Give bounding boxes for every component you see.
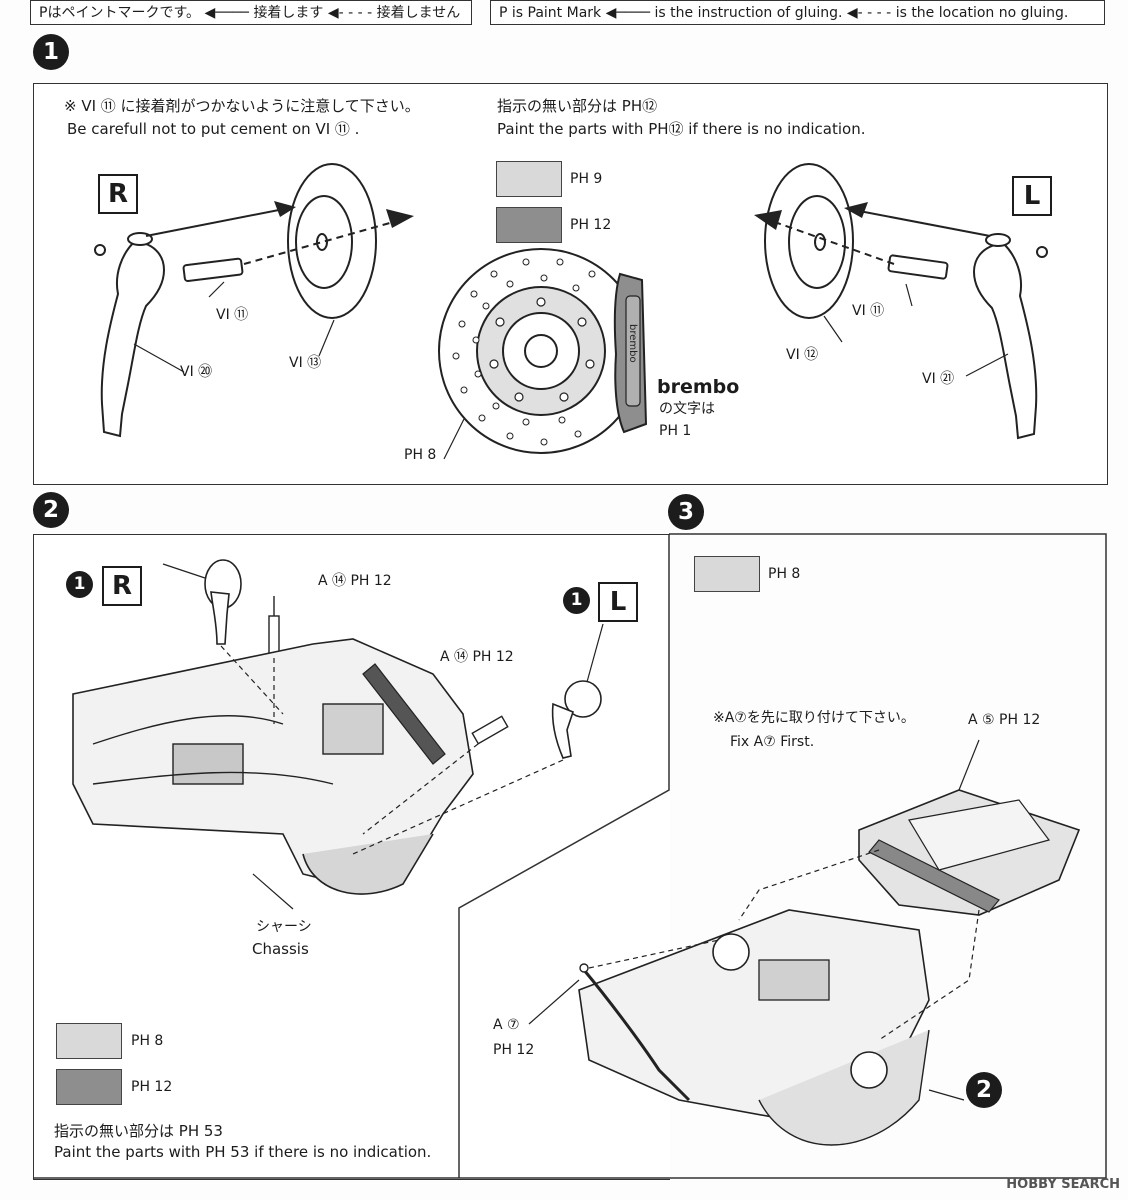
- step2-side-l-badge: L: [598, 582, 638, 622]
- swatch-dark-label: PH 12: [570, 217, 612, 233]
- step3-swatch-light: [694, 556, 760, 592]
- side-l-badge: L: [1012, 176, 1052, 216]
- step-1-panel: ※ VI ⑪ に接着剤がつかないように注意して下さい。 Be carefull …: [33, 83, 1108, 485]
- ref-step1-l: 1: [563, 587, 590, 614]
- step2-swatch-light: [56, 1023, 122, 1059]
- disc-paint-label: PH 8: [404, 447, 437, 463]
- legend-japanese: Pはペイントマークです。 ◀──── 接着します ◀- - - - 接着しません: [30, 0, 472, 25]
- step2-swatch-dark-label: PH 12: [131, 1079, 173, 1095]
- step2-paint-note-jp: 指示の無い部分は PH 53: [54, 1122, 223, 1140]
- part-vi11-left: VI ⑪: [852, 303, 885, 319]
- part-vi21: VI ㉑: [922, 371, 955, 387]
- legend-jp-glue: 接着します: [253, 5, 324, 21]
- part-a5: A ⑤ PH 12: [968, 712, 1041, 728]
- part-a7: A ⑦: [493, 1017, 520, 1033]
- legend-en-glue: is the instruction of gluing.: [654, 5, 843, 21]
- step1-note-en: Be carefull not to put cement on VI ⑪ .: [67, 120, 360, 138]
- part-vi11-right: VI ⑪: [216, 307, 249, 323]
- glue-arrow-icon: ◀────: [605, 5, 651, 21]
- step2-side-r-badge: R: [102, 566, 142, 606]
- side-r-badge: R: [98, 174, 138, 214]
- step1-paint-note-jp: 指示の無い部分は PH⑫: [497, 97, 658, 115]
- glue-arrow-icon: ◀────: [204, 5, 249, 21]
- ref-step1-r: 1: [66, 571, 93, 598]
- part-a14-top: A ⑭ PH 12: [318, 573, 392, 589]
- swatch-light-label: PH 9: [570, 171, 603, 187]
- legend-english: P is Paint Mark ◀──── is the instruction…: [490, 0, 1105, 25]
- swatch-dark-gray: [496, 207, 562, 243]
- legend-jp-no-glue: 接着しません: [376, 5, 461, 21]
- step3-chassis-drawing: [528, 739, 1081, 1146]
- ref-step-2: 2: [966, 1072, 1002, 1108]
- step2-swatch-dark: [56, 1069, 122, 1105]
- step2-swatch-light-label: PH 8: [131, 1033, 164, 1049]
- hobby-search-watermark: HOBBY SEARCH: [1006, 1177, 1120, 1192]
- step3-swatch-light-label: PH 8: [768, 566, 801, 582]
- part-vi20: VI ⑳: [180, 364, 213, 380]
- step-2-number: 2: [33, 492, 69, 528]
- legend-en-paint-mark: P is Paint Mark: [499, 5, 602, 21]
- no-glue-arrow-icon: ◀- - - -: [327, 5, 373, 21]
- part-a14-mid: A ⑭ PH 12: [440, 649, 514, 665]
- legend-en-no-glue: is the location no gluing.: [895, 5, 1069, 21]
- caliper-brembo-text: brembo: [627, 324, 638, 363]
- right-knuckle-assembly-drawing: [94, 163, 414, 438]
- brembo-logo-text: brembo: [657, 376, 740, 398]
- legend-jp-paint-mark: Pはペイントマークです。: [39, 5, 201, 21]
- part-vi13: VI ⑬: [289, 355, 322, 371]
- brembo-paint-label: PH 1: [659, 423, 692, 439]
- step-1-number: 1: [33, 34, 69, 70]
- brembo-jp-text: の文字は: [659, 401, 715, 417]
- step1-paint-note-en: Paint the parts with PH⑫ if there is no …: [497, 120, 866, 138]
- step-3-number: 3: [668, 494, 704, 530]
- chassis-jp-label: シャーシ: [256, 919, 312, 935]
- step2-chassis-drawing: [72, 559, 604, 910]
- no-glue-arrow-icon: ◀- - - -: [846, 5, 892, 21]
- brake-disc-caliper-drawing: brembo: [438, 248, 648, 460]
- left-knuckle-assembly-drawing: [754, 163, 1048, 440]
- part-vi12: VI ⑫: [786, 347, 819, 363]
- chassis-en-label: Chassis: [252, 940, 309, 958]
- step2-paint-note-en: Paint the parts with PH 53 if there is n…: [54, 1143, 432, 1161]
- swatch-light-gray: [496, 161, 562, 197]
- step3-note-en: Fix A⑦ First.: [730, 734, 815, 750]
- step3-note-jp: ※A⑦を先に取り付けて下さい。: [713, 710, 915, 726]
- part-a7-paint: PH 12: [493, 1042, 535, 1058]
- step1-note-jp: ※ VI ⑪ に接着剤がつかないように注意して下さい。: [64, 97, 420, 115]
